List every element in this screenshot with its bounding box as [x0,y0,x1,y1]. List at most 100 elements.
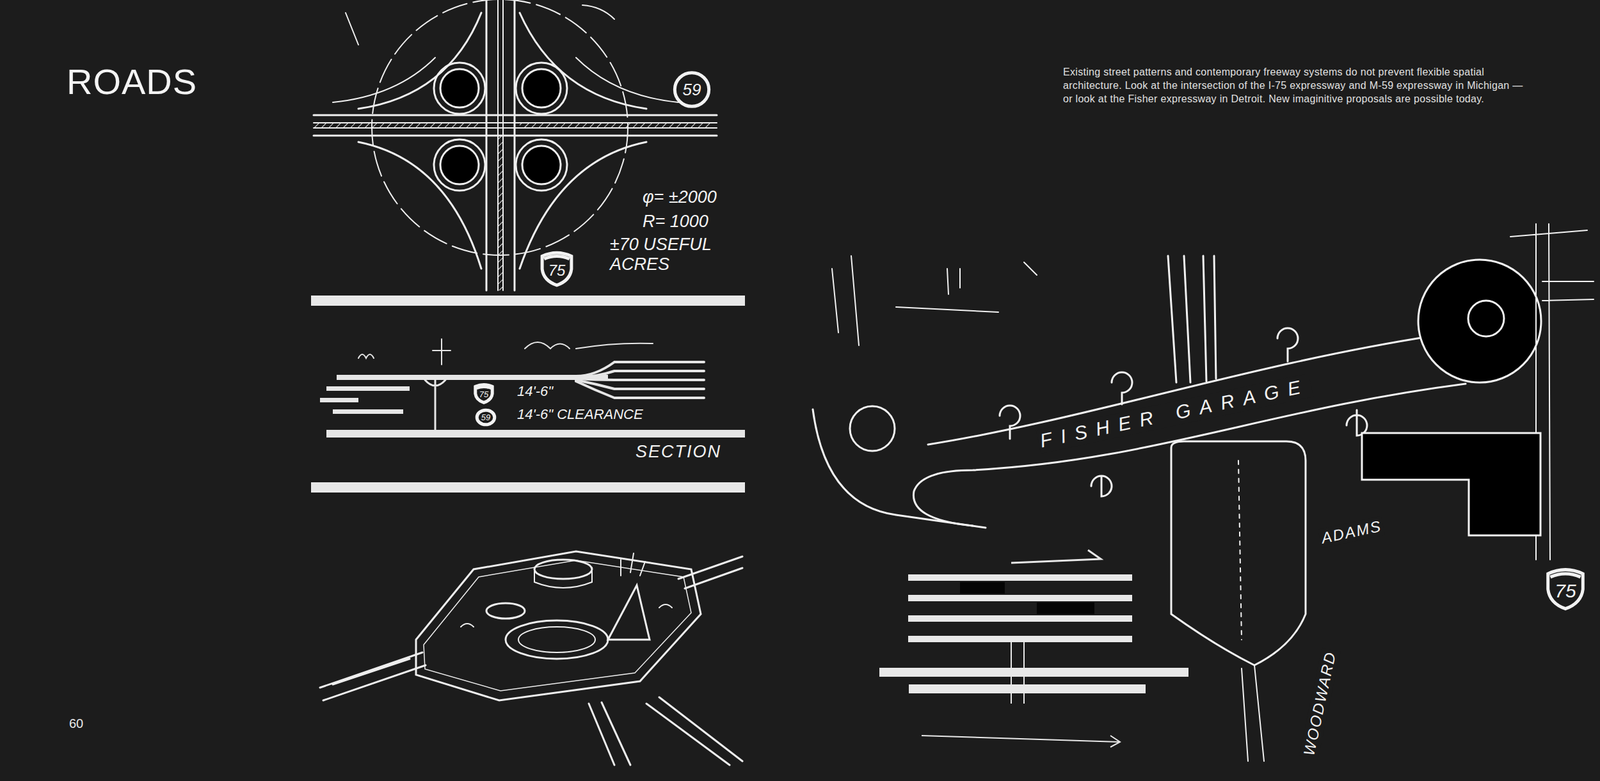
sketch-rect [320,398,359,403]
sketch-rect [519,122,712,128]
sketch-rect [879,668,1189,678]
sketch-line [485,0,488,291]
section-label: SECTION [633,441,724,463]
sketch-circle [522,145,561,185]
body-text: Existing street patterns and contemporar… [1063,65,1528,106]
sketch-rect [960,582,1005,594]
circle-shape [674,72,709,107]
interstate-shield: 75 [540,248,574,287]
sketch-path [358,142,482,269]
sketch-path [608,585,650,640]
sketch-rect [1036,602,1095,615]
sketch-line [313,135,717,137]
sketch-rect [336,375,608,381]
sketch-path [1111,372,1133,405]
sketch-circle [440,69,479,108]
sketch-rect [908,615,1133,623]
page-number: 60 [69,716,84,732]
sketch-path [519,12,647,109]
shield-shape [475,384,493,403]
sketch-path [460,604,672,628]
sketch-circle [515,139,568,191]
sketch-path [1011,550,1101,564]
marker-number: 59 [682,81,702,98]
sketch-path [928,336,1434,445]
sketch-path [332,57,436,103]
circle-shape [476,410,495,425]
sketch-path [960,262,1037,288]
sketch-path [999,405,1021,440]
sketch-circle [433,62,486,114]
sketch-path [620,553,646,576]
sketch-path [1361,433,1541,536]
sketch-path [1346,410,1368,436]
stack-section [879,550,1189,748]
clearance-dimension: 14'-6" CLEARANCE [515,405,646,424]
sketch-g [358,339,704,431]
interstate-shield: 75 [474,382,494,404]
sketch-rect [908,636,1133,643]
sketch-line [513,0,516,291]
sketch-path [646,697,743,766]
sketch-rect [326,386,410,392]
sketch-circle [849,406,895,452]
sketch-path [576,362,704,377]
sketch-path [896,268,999,313]
sketch-path [1091,476,1112,497]
section-drawing [320,339,745,438]
perspective-sketch [320,551,743,766]
marker-number: 59 [481,413,491,422]
sketch-path [812,409,986,528]
sketch-circle [1468,300,1504,337]
sketch-circle [522,69,561,108]
sketch-rect [326,430,745,438]
sketch-polygon [423,560,692,692]
sketch-circle [433,139,486,191]
sketch-circle [440,145,479,185]
marker-number: 75 [548,263,566,279]
page-title: ROADS [66,61,198,103]
sketch-rect [908,595,1133,602]
sketch-path [424,380,446,431]
divider-bar [311,482,745,493]
sketch-path [1238,460,1242,640]
sketch-rect [908,574,1133,582]
interstate-shield: 75 [1545,565,1586,610]
sketch-rect [313,122,480,128]
sketch-ellipse [486,603,525,619]
sketch-path [320,652,426,701]
street-name: WOODWARD [1299,648,1341,761]
area-note: ±70 USEFUL ACRES [608,234,740,276]
sketch-path [1168,256,1216,383]
sketch-path [432,339,451,365]
sketch-path [576,378,704,381]
marker-number: 75 [1554,581,1576,601]
sketch-path [576,371,704,378]
sketch-path [588,702,631,766]
sketch-path [345,12,359,45]
sketch-path [358,12,482,109]
shield-shape [1548,570,1584,610]
street-name: ADAMS [1317,516,1385,549]
sketch-path [1171,441,1306,666]
sketch-path [576,381,704,399]
sketch-circle [1418,259,1542,383]
sketch-line [313,114,717,117]
sketch-path [1241,665,1264,762]
sketch-path [832,256,859,346]
dimension-note: φ= ±2000 [640,186,719,208]
sketch-ellipse [505,620,608,660]
sketch-ellipse [518,627,596,653]
sketch-path [678,556,743,589]
marker-number: 75 [479,390,489,399]
sketch-path [576,57,679,103]
sketch-path [582,5,615,20]
sketch-path [576,343,653,349]
sketch-path [921,736,1120,748]
sketch-path [1011,642,1024,704]
sketch-rect [908,684,1146,694]
sketch-path [358,354,374,359]
sketch-ellipse [534,560,592,580]
